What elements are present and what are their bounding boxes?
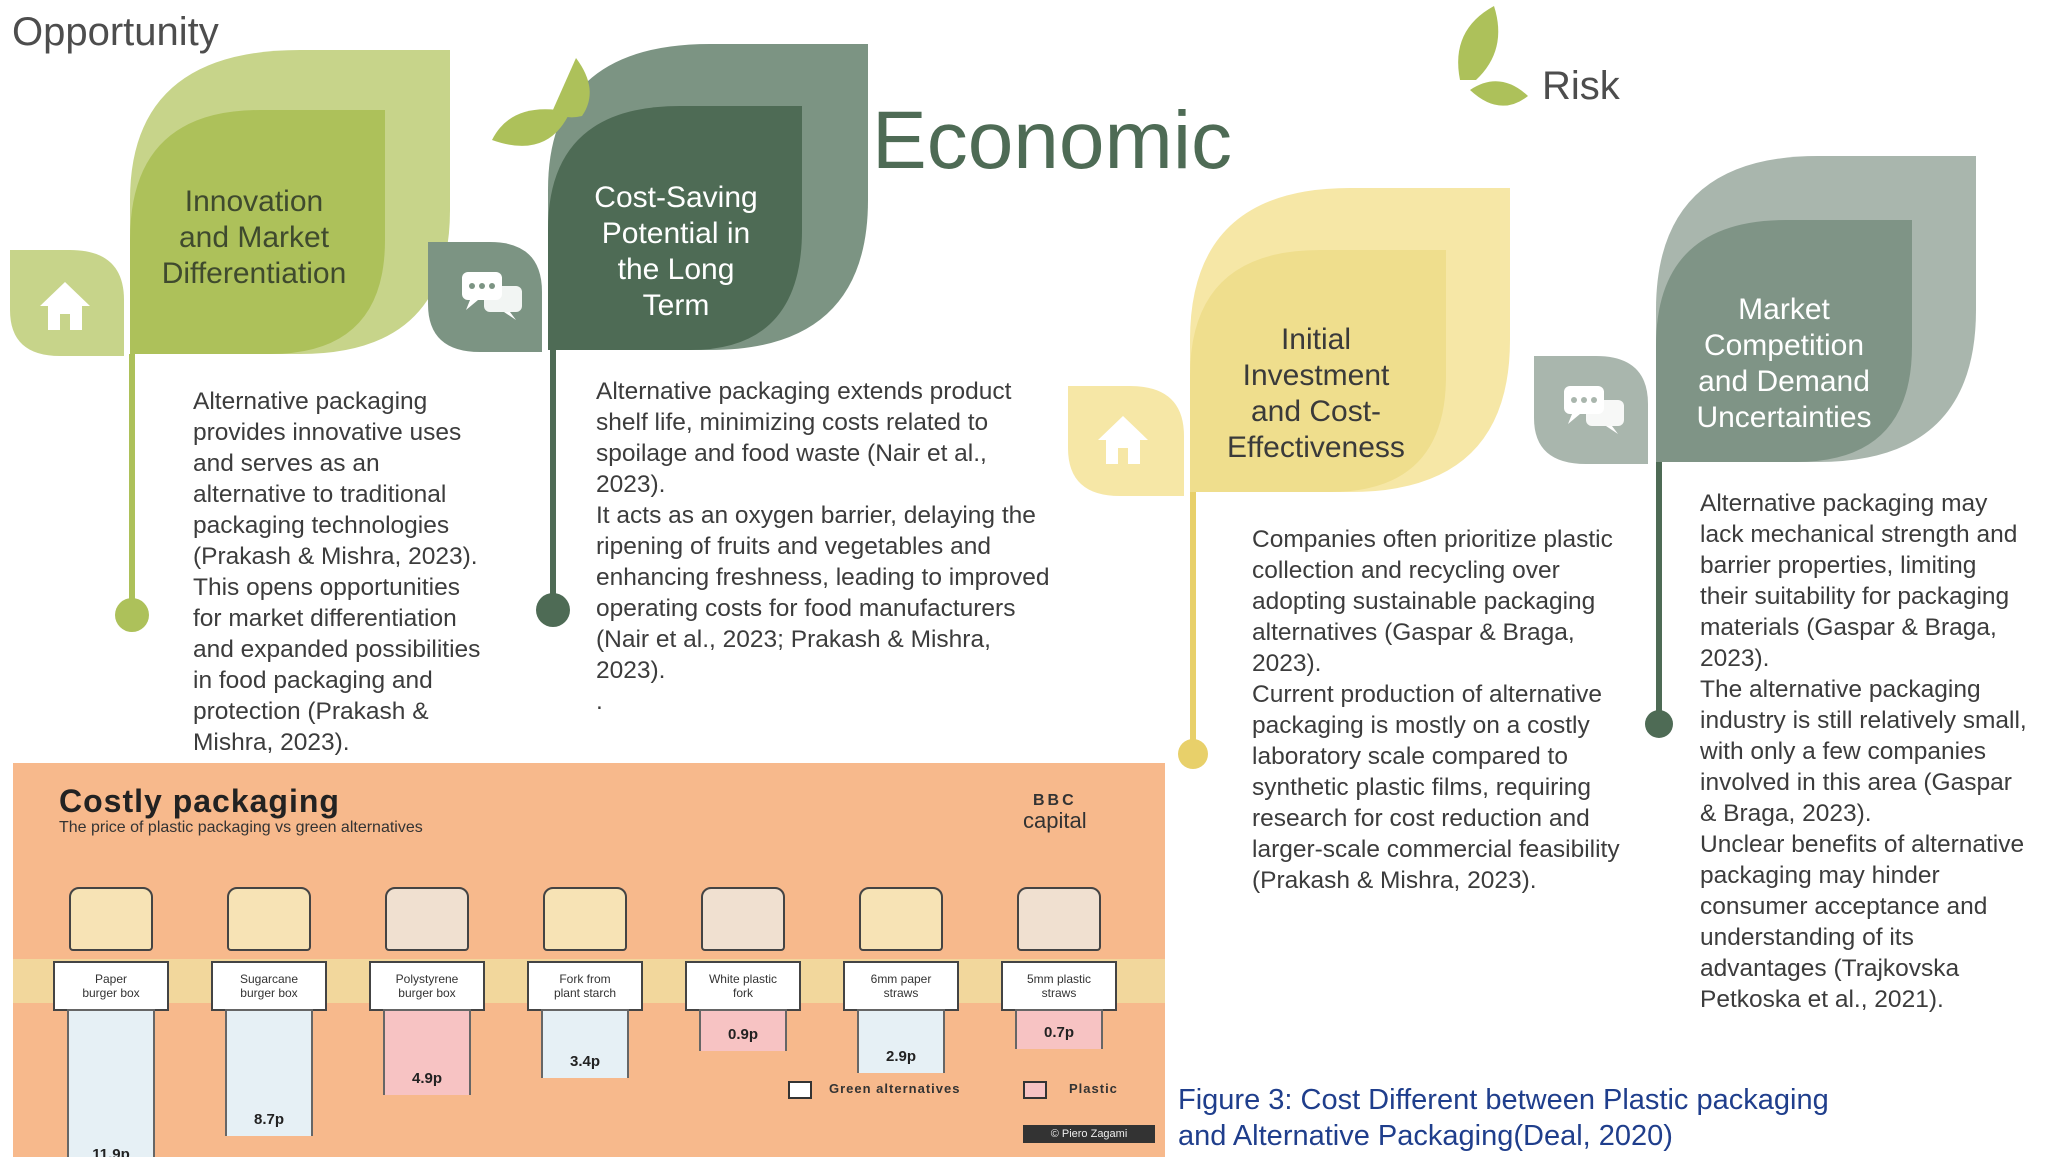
price-receipt: 0.7p — [1015, 1009, 1103, 1049]
leaf-4-dot — [1645, 710, 1673, 738]
price-receipt: 3.4p — [541, 1009, 629, 1079]
price-value: 2.9p — [885, 1047, 916, 1065]
opportunity-heading: Opportunity — [12, 10, 219, 54]
packaging-illustration — [859, 887, 943, 951]
packaging-label: Sugarcane burger box — [211, 961, 327, 1011]
packaging-label: Fork from plant starch — [527, 961, 643, 1011]
packaging-label: 5mm plastic straws — [1001, 961, 1117, 1011]
leaf-3-body: Companies often prioritize plastic colle… — [1252, 526, 1620, 894]
leaf-3-dot — [1178, 739, 1208, 769]
photo-credit: © Piero Zagami — [1023, 1125, 1155, 1143]
legend-green-swatch — [788, 1081, 812, 1099]
leaf-3-title: Initial Investment and Cost- Effectivene… — [1227, 323, 1405, 464]
price-receipt: 2.9p — [857, 1009, 945, 1073]
price-value: 3.4p — [569, 1053, 600, 1071]
leaf-3-inner — [1190, 250, 1446, 492]
price-value: 0.7p — [1043, 1023, 1074, 1041]
costly-packaging-infographic: Costly packaging The price of plastic pa… — [13, 763, 1165, 1157]
leaf-1-body: Alternative packaging provides innovativ… — [193, 388, 481, 756]
infographic-title: Costly packaging — [59, 783, 340, 819]
price-receipt: 11.9p — [67, 1009, 155, 1157]
leaf-1-dot — [115, 598, 149, 632]
leaf-1-inner — [130, 110, 385, 354]
packaging-illustration — [701, 887, 785, 951]
chat-icon — [452, 264, 532, 328]
leaf-4-body: Alternative packaging may lack mechanica… — [1700, 490, 2027, 1013]
price-value: 4.9p — [411, 1069, 442, 1087]
leaf-2-sprig-b — [552, 58, 590, 118]
logo-top: BBC — [1032, 792, 1077, 809]
home-icon — [1088, 404, 1158, 474]
leaf-4-inner — [1656, 220, 1912, 462]
leaf-2-body: Alternative packaging extends product sh… — [596, 378, 1050, 715]
home-icon — [30, 270, 100, 340]
packaging-illustration — [385, 887, 469, 951]
packaging-label: Paper burger box — [53, 961, 169, 1011]
price-value: 0.9p — [727, 1025, 758, 1043]
packaging-label: Polystyrene burger box — [369, 961, 485, 1011]
leaf-2-sprig-a — [492, 109, 570, 146]
price-value: 8.7p — [253, 1111, 284, 1129]
figure-caption: Figure 3: Cost Different between Plastic… — [1178, 1084, 1829, 1152]
risk-sprig-b — [1470, 81, 1528, 106]
chat-icon — [1554, 378, 1634, 442]
packaging-illustration — [543, 887, 627, 951]
risk-heading: Risk — [1542, 64, 1620, 108]
packaging-illustration — [1017, 887, 1101, 951]
risk-sprig-a — [1458, 6, 1499, 80]
packaging-label: White plastic fork — [685, 961, 801, 1011]
packaging-illustration — [69, 887, 153, 951]
bbc-capital-logo: BBC capital — [1023, 791, 1087, 833]
packaging-illustration — [227, 887, 311, 951]
infographic-subtitle: The price of plastic packaging vs green … — [59, 819, 423, 836]
price-receipt: 8.7p — [225, 1009, 313, 1137]
logo-bottom: capital — [1023, 808, 1087, 833]
price-receipt: 4.9p — [383, 1009, 471, 1095]
legend-plastic-label: Plastic — [1069, 1081, 1118, 1096]
leaf-2-inner — [548, 106, 802, 350]
leaf-1-title: Innovation and Market Differentiation — [161, 185, 347, 290]
leaf-4-title: Market Competition and Demand Uncertaint… — [1696, 293, 1872, 434]
economic-heading: Economic — [872, 95, 1233, 186]
packaging-label: 6mm paper straws — [843, 961, 959, 1011]
leaf-2-title: Cost-Saving Potential in the Long Term — [594, 181, 758, 322]
legend-green-label: Green alternatives — [829, 1081, 961, 1096]
leaf-2-dot — [536, 593, 570, 627]
price-receipt: 0.9p — [699, 1009, 787, 1051]
legend-plastic-swatch — [1023, 1081, 1047, 1099]
